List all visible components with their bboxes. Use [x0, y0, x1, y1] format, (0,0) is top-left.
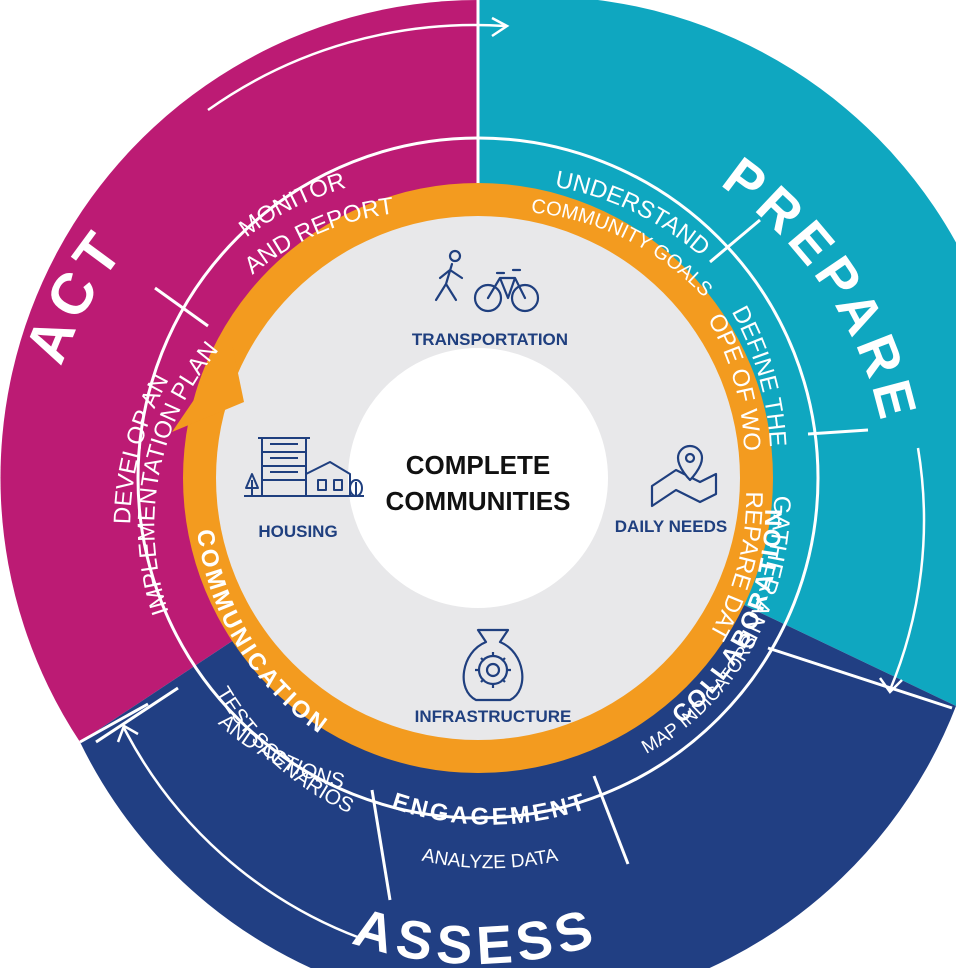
buildings-icon — [244, 437, 364, 497]
gear-bag-icon — [462, 628, 524, 702]
theme-housing-label: HOUSING — [258, 522, 337, 541]
center-title-line1: COMPLETE — [406, 450, 550, 480]
theme-transportation-label: TRANSPORTATION — [412, 330, 568, 349]
phase-arrows — [116, 16, 926, 940]
cycle-arrowhead — [172, 344, 244, 432]
theme-infrastructure-label: INFRASTRUCTURE — [415, 707, 572, 726]
step-dividers — [79, 0, 953, 901]
walk-bike-icon — [434, 249, 540, 313]
theme-daily-needs-label: DAILY NEEDS — [615, 517, 727, 536]
map-pin-icon — [650, 444, 718, 508]
center-title-line2: COMMUNITIES — [386, 486, 571, 516]
center-circle — [348, 348, 608, 608]
